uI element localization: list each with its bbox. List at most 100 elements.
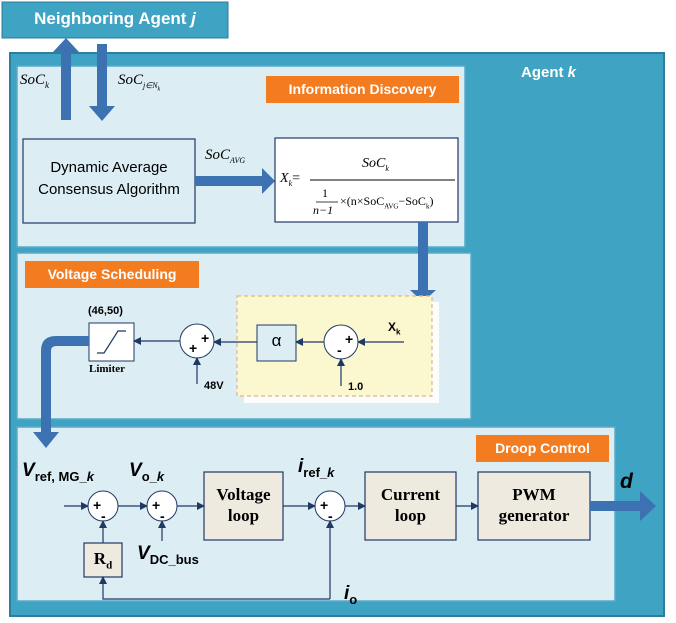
current-loop-label: Current loop <box>365 484 456 526</box>
iref-sub-text: ref_ <box>303 464 328 480</box>
consensus-line-1: Dynamic Average <box>50 159 168 176</box>
info-discovery-title: Information Discovery <box>288 81 437 97</box>
vref-sub: ref, MG_k <box>35 469 94 484</box>
soc-j-label: SoCj∈Nk <box>118 72 160 93</box>
formula-den-minus: −SoC <box>398 194 426 208</box>
vo-sub-text: o_ <box>141 468 157 484</box>
xk-text: X <box>388 320 397 334</box>
consensus-label: Dynamic Average Consensus Algorithm <box>23 157 195 201</box>
s1-minus: - <box>101 508 106 524</box>
vs-sum2-minus: - <box>337 342 342 358</box>
vo-sub-k: k <box>156 468 165 484</box>
droop-connectors <box>64 502 479 600</box>
formula-numerator: SoCk <box>362 156 389 173</box>
soc-avg-arrow <box>195 168 275 194</box>
voltage-loop-line-1: Voltage <box>216 485 271 504</box>
voltage-scheduling-title: Voltage Scheduling <box>47 266 177 282</box>
voltage-loop-line-2: loop <box>227 506 260 525</box>
limiter-curve-icon <box>97 330 126 354</box>
voltage-loop-label: Voltage loop <box>204 484 283 526</box>
current-loop-line-2: loop <box>394 506 427 525</box>
formula-den-text: n−1 <box>313 203 334 217</box>
vs-connectors <box>133 337 404 386</box>
agent-label-k: k <box>567 64 577 81</box>
formula-den-k-sub: k <box>425 202 430 211</box>
soc-j-sub: j∈Nk <box>143 81 160 93</box>
rd-sub: d <box>106 559 113 572</box>
vref-sub-k: k <box>86 468 94 484</box>
io-sub: o <box>349 591 358 607</box>
neighbor-agent-box <box>1 1 229 39</box>
iref-i: i <box>298 456 304 477</box>
vdc-v: V <box>137 543 150 564</box>
vref-sub-text: ref, MG_ <box>34 468 87 484</box>
formula-num-soc: SoC <box>362 156 386 171</box>
formula-den-rest: ×(n×SoC <box>340 194 385 208</box>
soc-avg-text: SoC <box>205 147 231 163</box>
alpha-label: α <box>271 331 282 350</box>
consensus-block <box>22 138 196 224</box>
agent-k-label: Agent k <box>521 64 576 81</box>
droop-control-title: Droop Control <box>495 440 590 456</box>
d-label: d <box>620 470 633 493</box>
limiter-range: (46,50) <box>88 305 123 317</box>
formula-den-avg-sub: AVG <box>384 202 399 211</box>
current-loop-line-1: Current <box>380 485 441 504</box>
formula-small-num: 1 <box>322 186 328 200</box>
s3-minus: - <box>328 508 333 524</box>
vo-sub: o_k <box>142 469 164 484</box>
agent-label-text: Agent <box>521 64 568 81</box>
formula-lhs: Xk= <box>280 171 300 188</box>
vdc-label: VDC_bus <box>137 543 199 567</box>
one-label: 1.0 <box>348 381 364 393</box>
vs-sum2-plus: + <box>345 331 354 347</box>
s3-plus: + <box>320 497 329 513</box>
io-i: i <box>344 583 350 604</box>
alpha-block <box>256 324 297 362</box>
soc-j-text: SoC <box>118 72 144 88</box>
rd-text: R <box>93 549 107 568</box>
s2-minus: - <box>160 508 165 524</box>
neighbor-agent-label: Neighboring Agent j <box>2 9 228 29</box>
s1-plus: + <box>93 497 102 513</box>
vs-sum1-plus-right: + <box>201 330 210 346</box>
pwm-label: PWM generator <box>478 484 590 526</box>
v48-label: 48V <box>204 380 224 392</box>
vref-v: V <box>22 460 35 481</box>
d-output-arrow <box>590 491 656 521</box>
formula-denominator: ×(n×SoCAVG−SoCk) <box>340 194 433 210</box>
soc-j-sub-main: j∈N <box>143 81 158 90</box>
formula-x-sub: k <box>288 178 293 188</box>
pwm-line-1: PWM <box>512 485 556 504</box>
soc-avg-label: SoCAVG <box>205 147 245 165</box>
droop-control-title-bg <box>476 435 609 462</box>
iref-label: iref_k <box>298 456 334 480</box>
limiter-label: Limiter <box>89 363 126 375</box>
soc-k-label: SoCk <box>20 72 49 90</box>
xk-label: Xk <box>388 320 400 336</box>
iref-sub-k: k <box>327 464 335 480</box>
io-label: io <box>344 583 357 607</box>
info-discovery-title-bg <box>266 76 459 103</box>
soc-k-sub: k <box>45 80 50 90</box>
vref-label: Vref, MG_k <box>22 460 94 484</box>
consensus-line-2: Consensus Algorithm <box>38 181 180 198</box>
formula-small-den: n−1 <box>313 203 333 218</box>
vs-sum1-plus-bottom: + <box>189 340 198 356</box>
voltage-scheduling-title-bg <box>25 261 199 288</box>
iref-sub: ref_k <box>303 465 334 480</box>
xk-sub: k <box>396 327 401 337</box>
soc-k-text: SoC <box>20 72 46 88</box>
pwm-line-2: generator <box>498 506 570 525</box>
vo-v: V <box>129 460 142 481</box>
formula-x: X <box>280 171 289 186</box>
neighbor-label-text: Neighboring Agent <box>34 9 192 28</box>
s2-plus: + <box>152 497 161 513</box>
vo-label: Vo_k <box>129 460 164 484</box>
formula-den-close: ) <box>429 194 434 208</box>
vdc-sub: DC_bus <box>149 551 199 567</box>
soc-exchange-arrows <box>53 38 115 121</box>
vref-curved-arrow <box>33 336 89 448</box>
current-loop-block <box>364 471 457 541</box>
xk-arrow <box>410 222 436 302</box>
